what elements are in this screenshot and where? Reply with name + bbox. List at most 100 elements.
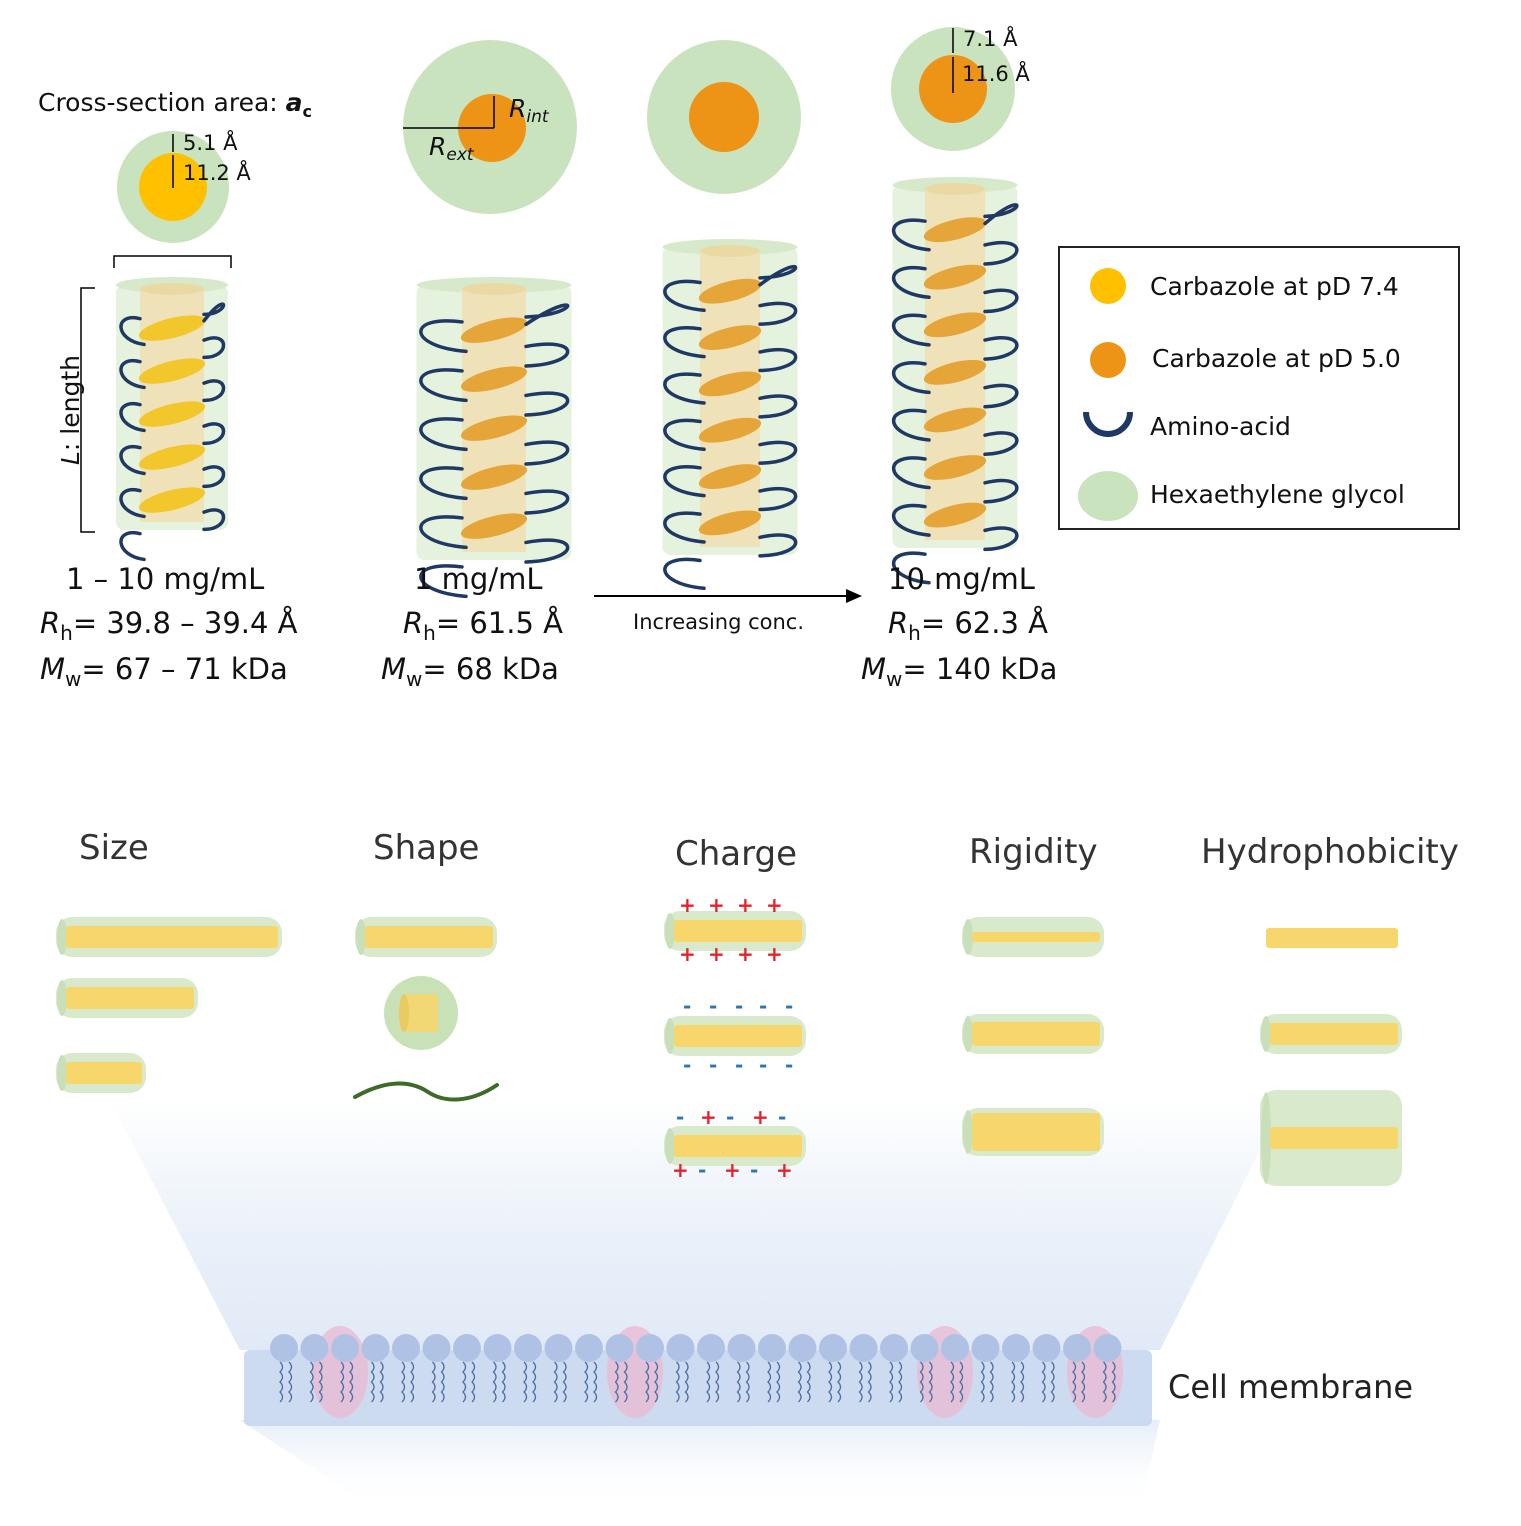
rod-rigidity-thin-end [963,919,973,955]
rod-size-long-core [66,926,278,948]
cross-section-sub: c [302,102,313,121]
col4-rh-value: = 62.3 Å [920,606,1048,640]
property-charge: Charge [675,834,798,874]
rod-size-medium-end [57,980,67,1016]
lipid [1093,1334,1122,1403]
cylinder-ph74-disc [138,401,206,427]
col1-rh-symbol: R [40,606,61,640]
cylinder-mid [662,239,798,591]
rod-rigidity-thick-end [963,1110,973,1154]
dim4-outer: 7.1 Å [963,27,1018,51]
rod-charge-negative-end [665,1018,675,1054]
legend-label-carbazole-74: Carbazole at pD 7.4 [1150,272,1399,301]
lipid-head [1002,1334,1030,1362]
col2-rh-symbol: R [403,606,424,640]
cylinder-ph74-disc [138,315,206,341]
col2-mw-sub: w [406,666,423,691]
cylinder-mid-disc [698,371,762,397]
minus-sign: - [735,994,744,1018]
rod-rigidity-mid [962,1014,1104,1054]
col1-rh-sub: h [60,620,73,645]
cross-section-4 [891,27,1015,151]
lipid [453,1334,481,1403]
cylinder-mid-disc [698,417,762,443]
col4-mw-symbol: M [861,652,887,686]
lipid-tail [471,1361,476,1403]
col4-rh-sub: h [908,620,921,645]
plus-sign: + [752,1105,769,1129]
lipid-head [910,1334,939,1362]
cylinder-10mgml-disc [923,264,987,290]
rod-size-medium [56,978,198,1018]
lipid [422,1334,451,1403]
lipid-tail [889,1361,894,1403]
lipid [331,1334,359,1403]
lipid-tail [980,1361,985,1403]
lipid-head [941,1334,969,1362]
rod-hydro-mid-core [1270,1023,1398,1045]
cell-membrane-label: Cell membrane [1168,1368,1414,1406]
cylinder-10mgml-disc [923,312,987,338]
minus-sign: - [759,994,768,1018]
rod-charge-mixed-core [674,1135,802,1157]
minus-sign: - [676,1105,685,1129]
cylinder-group [116,177,1019,599]
cross-section-symbol: a [285,88,303,117]
cylinder-ph74 [116,277,228,562]
cylinder-10mgml-disc [923,359,987,385]
lipid-tail [745,1361,750,1403]
col1-mw-value: = 67 – 71 kDa [81,652,288,686]
property-shape: Shape [373,828,480,868]
lipid [910,1334,939,1403]
rod-shape-cylinder-end [356,919,366,955]
r-int-symbol: R [509,94,527,123]
lipid-head [1093,1334,1122,1362]
lipid-tail [828,1361,833,1403]
lipid-head [971,1334,1000,1362]
rod-hydro-thick-shell [1260,1090,1402,1186]
lipid-tail [584,1361,589,1403]
plus-sign: + [679,942,696,966]
lipid [300,1334,329,1403]
minus-sign: - [709,994,718,1018]
col2-rh-value: = 61.5 Å [435,606,563,640]
lipid-tail [776,1361,781,1403]
rod-size-long [56,917,282,957]
legend-item-peg: Hexaethylene glycol [1060,470,1458,521]
rod-hydro-thick-shell-core [1270,1127,1398,1149]
plus-sign: + [708,893,725,917]
cross-section-label-text: Cross-section area: [38,88,278,117]
cylinder-ph74-disc [138,487,206,513]
lipid-head [514,1334,542,1362]
lipid-head [758,1334,786,1362]
cylinder-ph74-disc [138,358,206,384]
r-ext-symbol: R [429,132,447,161]
col4-mw: Mw= 140 kDa [861,652,1057,691]
rod-hydro-mid-end [1261,1016,1271,1052]
lipid [666,1334,695,1403]
dim1-inner: 11.2 Å [183,161,251,185]
lipid-tail [623,1361,628,1403]
rod-rigidity-thin [962,917,1104,957]
length-label: L: length [56,355,85,465]
lipid [727,1334,756,1403]
lipid-head [361,1334,390,1362]
lipid-tail [562,1361,567,1403]
increasing-conc-arrow [594,589,862,603]
cylinder-1mgml [416,277,572,599]
col1-mw-symbol: M [40,652,66,686]
rod-rigidity-mid-end [963,1016,973,1052]
light-beam-lower [240,1420,1160,1510]
cylinder-1mgml-disc [460,415,528,441]
lipid-tail [645,1361,650,1403]
lipid-tail [654,1361,659,1403]
legend-label-carbazole-50: Carbazole at pD 5.0 [1152,344,1401,373]
rod-hydro-mid [1260,1014,1402,1054]
lipid [605,1334,634,1403]
lipid-tail [288,1361,293,1403]
lipid [544,1334,573,1403]
lipid [758,1334,786,1403]
lipid-tail [1011,1361,1016,1403]
r-int-sub: int [526,107,549,128]
cylinder-1mgml-helix [419,303,570,599]
